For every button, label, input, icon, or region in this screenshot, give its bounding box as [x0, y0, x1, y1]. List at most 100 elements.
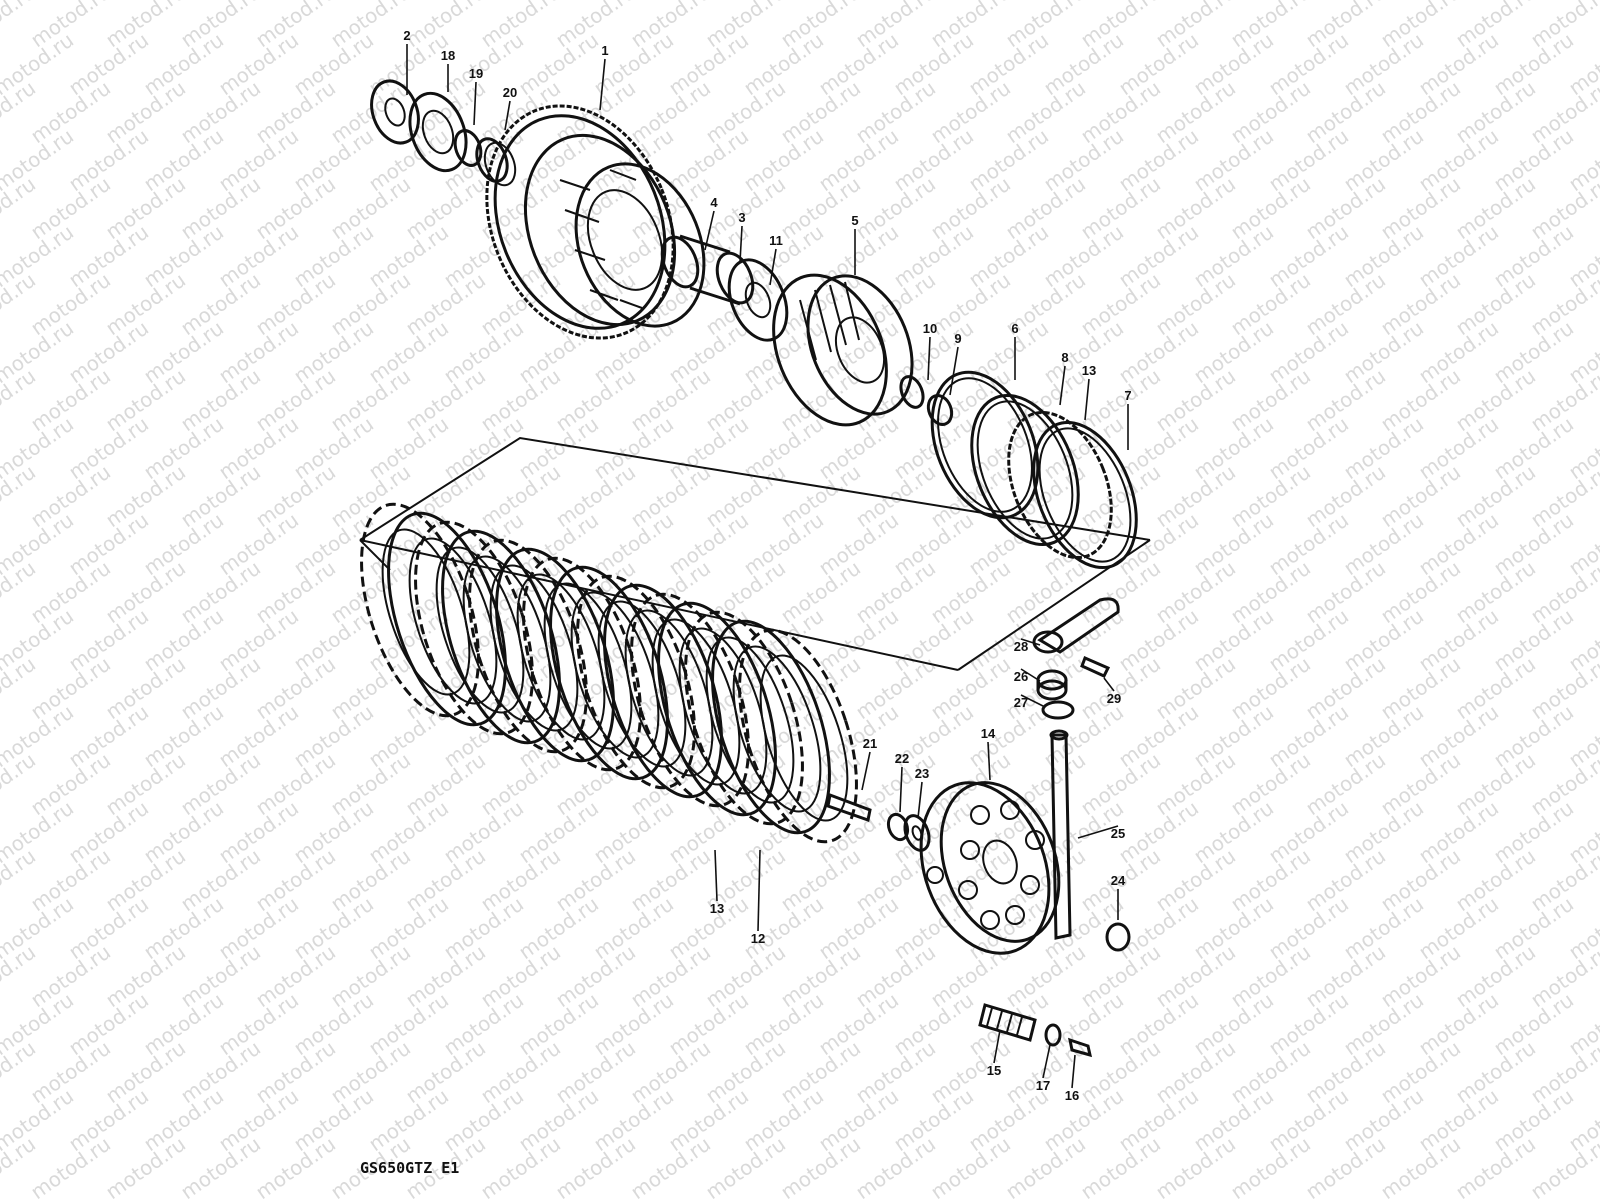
- washer-23: [903, 814, 931, 852]
- callout-label: 26: [1014, 669, 1028, 684]
- release-arm-28: [1037, 597, 1120, 654]
- drive-plate: [738, 628, 858, 844]
- bolt-29: [1080, 655, 1111, 678]
- drive-plate: [576, 574, 696, 790]
- ring-6: [930, 370, 1040, 520]
- callout-label: 15: [987, 1063, 1001, 1078]
- callout-leader: [993, 1029, 1001, 1064]
- plate-inner-edge: [489, 564, 579, 732]
- callout-label: 14: [981, 726, 996, 741]
- callout-layer: 1234567891011121313141516171819202122232…: [403, 28, 1131, 1103]
- upper-assembly: [370, 79, 1138, 570]
- plate-8: [970, 393, 1080, 547]
- plate-inner-edge: [597, 600, 687, 768]
- plate-inner-edge: [732, 645, 822, 813]
- clutch-spring-15: [978, 1003, 1037, 1042]
- callout-leader: [769, 248, 777, 286]
- nut-9: [926, 393, 954, 427]
- callout-leader: [1042, 1044, 1051, 1079]
- washer-10: [899, 375, 925, 409]
- callout-label: 12: [751, 931, 765, 946]
- driven-plate: [495, 547, 615, 763]
- callout-label: 22: [895, 751, 909, 766]
- drive-plate: [360, 502, 480, 718]
- callout-label: 9: [954, 331, 961, 346]
- callout-leader: [949, 346, 959, 396]
- callout-label: 5: [851, 213, 858, 228]
- plate-inner-edge: [381, 528, 471, 696]
- callout-label: 10: [923, 321, 937, 336]
- driven-plate: [441, 529, 561, 745]
- plate-inner-edge: [651, 618, 741, 786]
- plate-18: [408, 91, 468, 173]
- callout-label: 6: [1011, 321, 1018, 336]
- callout-leader: [1020, 668, 1041, 682]
- callout-leader: [917, 781, 923, 819]
- plate-inner-edge: [705, 636, 795, 804]
- drive-plate: [468, 538, 588, 754]
- callout-label: 4: [710, 195, 718, 210]
- callout-leader: [927, 336, 931, 381]
- callout-leader: [473, 81, 477, 126]
- driven-plate: [549, 565, 669, 781]
- spring-bolt-assembly: [978, 1003, 1093, 1058]
- callout-label: 7: [1124, 388, 1131, 403]
- plate-13-upper: [1007, 410, 1113, 560]
- bolt-16: [1068, 1037, 1093, 1058]
- callout-leader: [1103, 677, 1115, 692]
- callout-label: 2: [403, 28, 410, 43]
- driven-plate: [387, 511, 507, 727]
- callout-label: 21: [863, 736, 877, 751]
- callout-label: 24: [1111, 873, 1126, 888]
- callout-leader: [1059, 365, 1066, 406]
- callout-label: 27: [1014, 695, 1028, 710]
- release-shaft-25: [1050, 733, 1072, 940]
- callout-leader: [987, 741, 991, 781]
- plate-inner-edge: [570, 591, 660, 759]
- callout-label: 18: [441, 48, 455, 63]
- callout-label: 1: [601, 43, 608, 58]
- callout-label: 29: [1107, 691, 1121, 706]
- seal-27: [1041, 700, 1075, 720]
- plate-inner-edge: [624, 609, 714, 777]
- plate-inner-edge: [543, 582, 633, 750]
- callout-leader: [1020, 638, 1041, 646]
- callout-leader: [599, 58, 606, 111]
- callout-label: 17: [1036, 1078, 1050, 1093]
- driven-plate: [711, 619, 831, 835]
- callout-leader: [1077, 825, 1119, 839]
- plate-inner-edge: [678, 627, 768, 795]
- clutch-plate-stack: [360, 502, 858, 844]
- callout-label: 23: [915, 766, 929, 781]
- drive-plate: [630, 592, 750, 808]
- callout-label: 25: [1111, 826, 1125, 841]
- primary-driven-gear-1: [485, 104, 675, 340]
- model-code: GS650GTZ E1: [360, 1159, 459, 1177]
- callout-leader: [1020, 694, 1046, 708]
- plate-inner-edge: [435, 546, 525, 714]
- plate-inner-edge: [408, 537, 498, 705]
- nut-24: [1105, 922, 1131, 952]
- callout-leader: [757, 849, 761, 932]
- callout-leader: [714, 849, 718, 902]
- watermark-text: motod.ru: [1526, 1132, 1600, 1200]
- callout-label: 13: [710, 901, 724, 916]
- callout-label: 8: [1061, 350, 1068, 365]
- callout-label: 28: [1014, 639, 1028, 654]
- sleeve-3: [715, 251, 755, 305]
- drive-plate: [414, 520, 534, 736]
- callout-leader: [1084, 378, 1090, 421]
- drive-plate: [684, 610, 804, 826]
- drive-plate: [522, 556, 642, 772]
- driven-plate: [603, 583, 723, 799]
- pressure-plate-14: [919, 781, 1061, 955]
- plate-inner-edge: [462, 555, 552, 723]
- thrust-washer-2: [370, 79, 420, 145]
- callout-leader: [504, 100, 511, 131]
- plate-stack-bracket: [359, 436, 1151, 671]
- clutch-sleeve-hub-5: [772, 273, 888, 427]
- plate-inner-edge: [759, 654, 849, 822]
- callout-leader: [1071, 1054, 1076, 1089]
